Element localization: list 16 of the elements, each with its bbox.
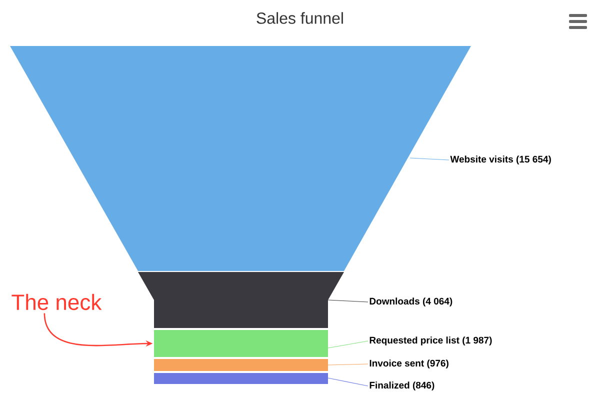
funnel-segment xyxy=(138,272,344,328)
leader-line xyxy=(410,158,450,160)
data-label: Finalized (846) xyxy=(370,382,434,390)
data-label: Invoice sent (976) xyxy=(370,360,448,368)
data-label: Downloads (4 064) xyxy=(370,298,452,306)
funnel-segment xyxy=(154,359,328,371)
leader-line xyxy=(328,300,368,302)
funnel-segment xyxy=(154,373,328,384)
data-label: Requested price list (1 987) xyxy=(370,336,492,346)
funnel-segment xyxy=(154,330,328,357)
annotation-text: The neck xyxy=(12,294,102,310)
leader-line xyxy=(328,364,368,366)
leader-line xyxy=(328,378,368,386)
leader-line xyxy=(328,340,368,348)
chart-title: Sales funnel xyxy=(256,12,343,24)
data-label: Website visits (15 654) xyxy=(450,156,551,164)
